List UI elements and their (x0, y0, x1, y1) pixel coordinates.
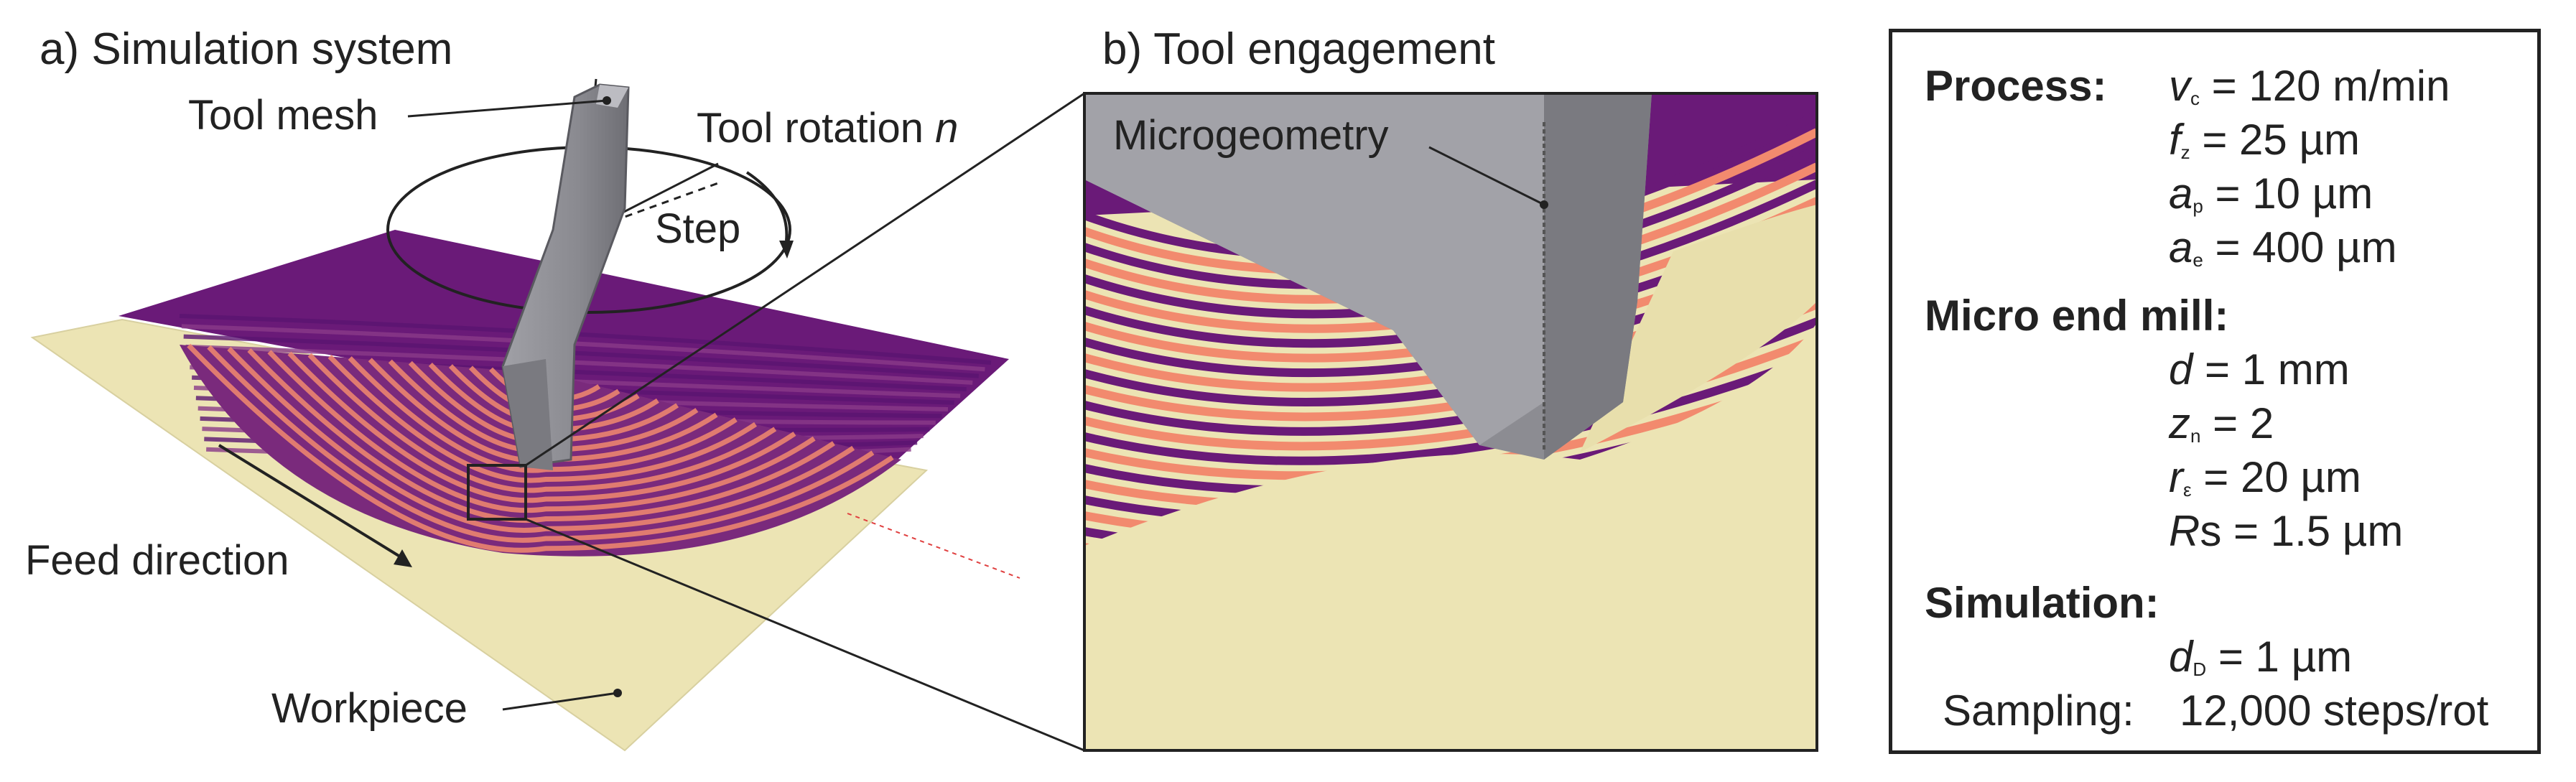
microgeometry-leader-dot (1540, 200, 1548, 209)
tool-rotation-label: Tool rotation n (697, 108, 958, 149)
param-fz: fz = 25 µm (2169, 116, 2361, 164)
tool-heading: Micro end mill: (1925, 292, 2229, 340)
param-rs: Rs = 1.5 µm (2169, 507, 2404, 555)
param-re: rε = 20 µm (2169, 453, 2361, 501)
tool-mesh (501, 83, 630, 470)
workpiece-label: Workpiece (271, 685, 468, 732)
panel-b-frame (1083, 92, 1818, 752)
microgeometry-label: Microgeometry (1113, 112, 1389, 159)
step-arc-arrow (745, 171, 789, 241)
process-heading: Process: (1925, 62, 2107, 110)
param-vc: vc = 120 m/min (2169, 62, 2450, 110)
parameters-box: Process: vc = 120 m/min fz = 25 µm ap = … (1889, 29, 2541, 754)
tool-mesh-leader-dot (603, 96, 611, 105)
sampling-value: 12,000 steps/rot (2180, 686, 2489, 735)
tool-rotation-symbol: n (935, 105, 959, 152)
feed-direction-line (218, 444, 407, 562)
workpiece-leader (502, 692, 618, 711)
step-arrowhead (779, 241, 794, 259)
step-label: Step (655, 205, 741, 252)
tool-mesh-leader (407, 99, 608, 118)
param-zn: zn = 2 (2169, 399, 2274, 447)
feed-direction-label: Feed direction (25, 537, 289, 584)
zoom-line-top (525, 92, 1085, 467)
sampling-label: Sampling: (1943, 686, 2134, 735)
feed-direction-arrowhead (394, 549, 412, 567)
tool-engagement-view (1084, 93, 1817, 750)
simulation-heading: Simulation: (1925, 579, 2159, 627)
workpiece-leader-dot (613, 689, 622, 697)
step-line-2 (588, 182, 719, 231)
tool-rotation-text: Tool rotation (697, 105, 924, 152)
tool-mesh-label: Tool mesh (188, 92, 378, 139)
feed-reference-line (847, 513, 1020, 579)
param-ae: ae = 400 µm (2169, 223, 2397, 271)
panel-b-title: b) Tool engagement (1102, 24, 1495, 74)
param-d: d = 1 mm (2169, 345, 2350, 394)
zoom-line-bottom (525, 518, 1085, 752)
panel-a-title: a) Simulation system (39, 24, 453, 74)
param-ap: ap = 10 µm (2169, 169, 2373, 218)
param-dd: dD = 1 µm (2169, 633, 2353, 681)
zoom-box (467, 464, 527, 521)
microgeometry-leader (1428, 146, 1545, 206)
